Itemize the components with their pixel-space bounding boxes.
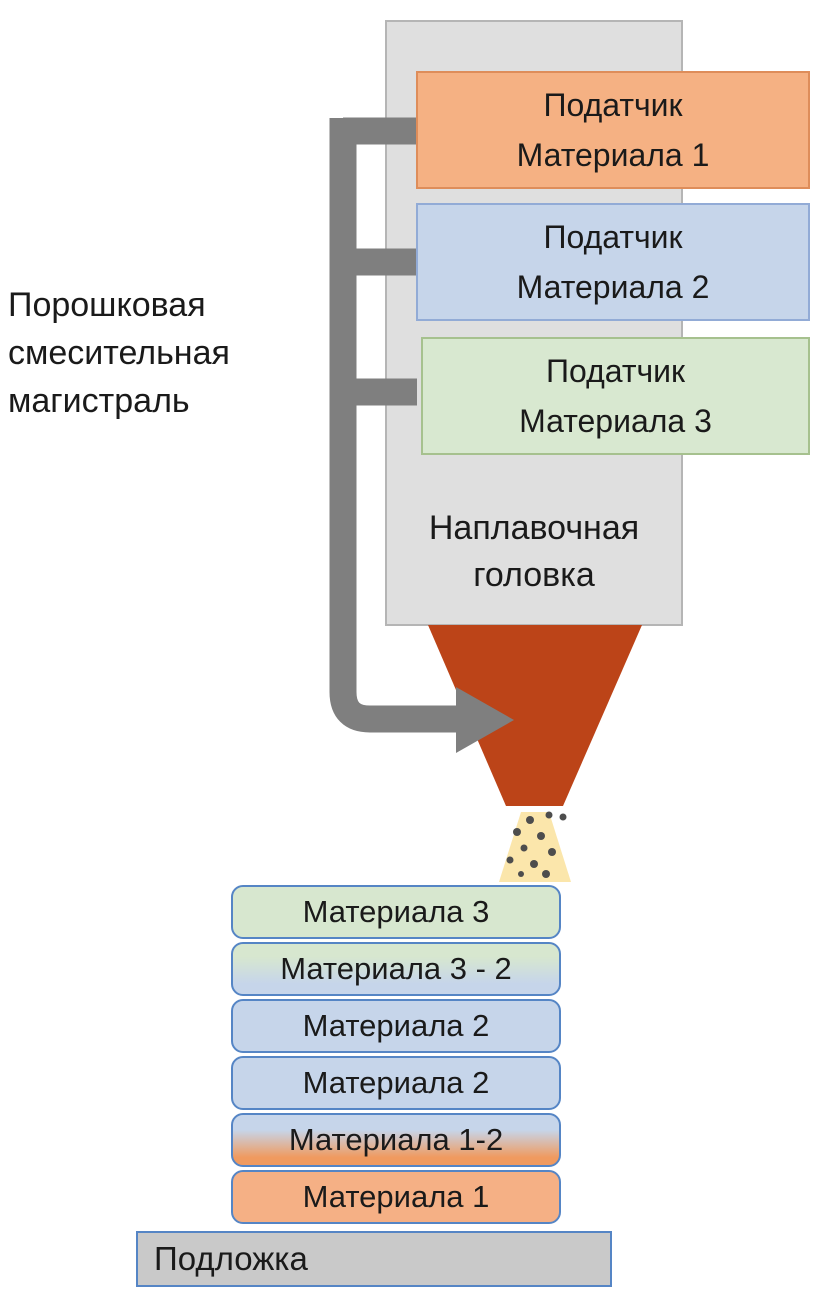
layer-material-1: Материала 1 — [231, 1170, 561, 1224]
layer-label: Материала 1-2 — [288, 1122, 504, 1157]
head-label-line1: Наплавочная — [428, 509, 640, 547]
feeder-3-line1: Податчик — [545, 353, 686, 389]
layer-label: Материала 1 — [302, 1179, 490, 1214]
substrate-label: Подложка — [154, 1240, 308, 1277]
caption-line1: Порошковая — [8, 286, 206, 324]
substrate-bar: Подложка — [136, 1231, 612, 1287]
caption-line2: смесительная — [8, 334, 230, 372]
arrowhead-icon — [456, 687, 514, 753]
feeder-1-line2: Материала 1 — [516, 137, 710, 173]
mixing-line-caption: Порошковая смесительная магистраль — [8, 281, 318, 425]
deposition-head-label: Наплавочная головка — [385, 505, 683, 599]
feeder-material-2: Податчик Материала 2 — [416, 203, 810, 321]
feeder-3-line2: Материала 3 — [519, 403, 712, 439]
caption-line3: магистраль — [8, 382, 190, 420]
layer-label: Материала 2 — [302, 1008, 490, 1043]
layer-material-3: Материала 3 — [231, 885, 561, 939]
feeder-2-line1: Податчик — [543, 219, 683, 255]
powder-particles — [506, 811, 567, 878]
layer-label: Материала 3 - 2 — [280, 951, 512, 986]
feeder-1-line1: Податчик — [543, 87, 683, 123]
feeder-material-1: Податчик Материала 1 — [416, 71, 810, 189]
nozzle-funnel — [428, 625, 642, 806]
layer-material-3-2: Материала 3 - 2 — [231, 942, 561, 996]
layer-material-2-lower: Материала 2 — [231, 1056, 561, 1110]
feeder-2-line2: Материала 2 — [516, 269, 710, 305]
layer-label: Материала 3 — [302, 894, 490, 929]
layer-label: Материала 2 — [302, 1065, 490, 1100]
layer-material-2-upper: Материала 2 — [231, 999, 561, 1053]
layer-material-1-2: Материала 1-2 — [231, 1113, 561, 1167]
feeder-material-3: Податчик Материала 3 — [421, 337, 810, 455]
head-label-line2: головка — [473, 556, 595, 594]
powder-spray-cone — [499, 812, 571, 882]
